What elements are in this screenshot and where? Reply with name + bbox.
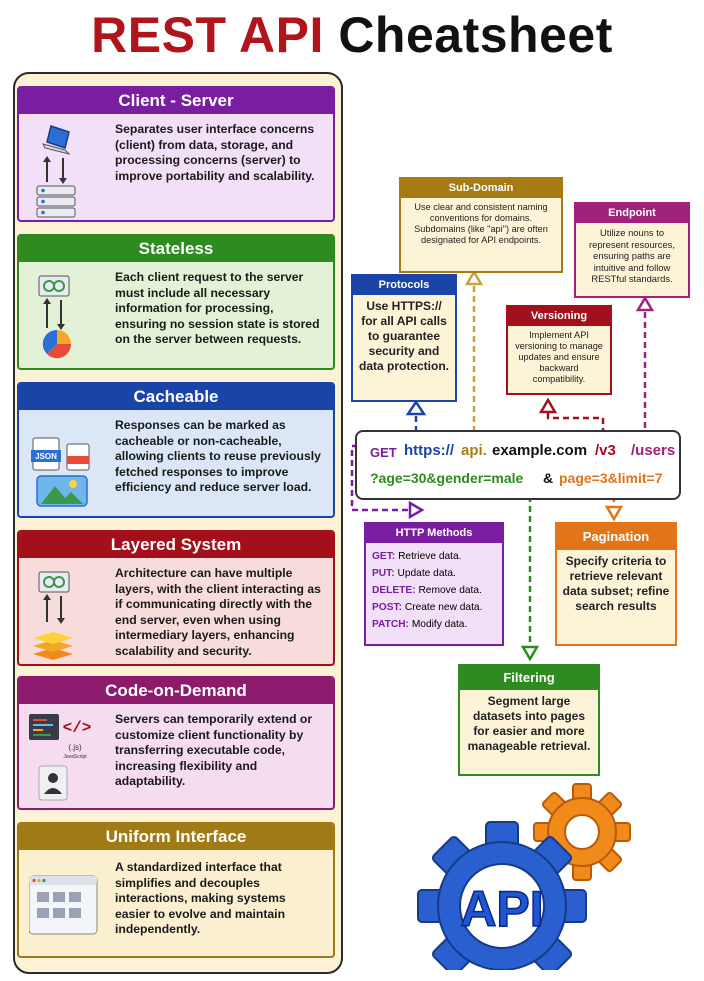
box-endpoint: Endpoint Utilize nouns to represent reso… bbox=[574, 202, 690, 298]
box-text: Use clear and consistent naming conventi… bbox=[414, 202, 548, 245]
blue-gear-icon bbox=[417, 821, 587, 970]
box-title: Sub-Domain bbox=[401, 179, 561, 198]
files-image-icon: JSON bbox=[29, 418, 95, 516]
url-protocol: https:// bbox=[404, 442, 454, 459]
card-cacheable: Cacheable JSON Responses can be marked a… bbox=[17, 382, 335, 518]
code-label: </> bbox=[63, 719, 92, 737]
json-label: JSON bbox=[35, 452, 57, 461]
card-title: Uniform Interface bbox=[19, 824, 333, 850]
page-title: REST API Cheatsheet bbox=[0, 4, 704, 66]
javascript-label: JavaScript bbox=[63, 754, 87, 760]
layers-icon bbox=[29, 566, 95, 664]
box-title: Filtering bbox=[460, 666, 598, 690]
method-row: PUT: Update data. bbox=[372, 565, 496, 582]
server-pie-chart-icon bbox=[29, 270, 95, 368]
box-text: Implement API versioning to manage updat… bbox=[515, 330, 603, 384]
box-title: Versioning bbox=[508, 307, 610, 326]
method-name: POST: bbox=[372, 602, 402, 613]
box-pagination: Pagination Specify criteria to retrieve … bbox=[555, 522, 677, 646]
http-methods-list: GET: Retrieve data. PUT: Update data. DE… bbox=[366, 543, 502, 638]
method-desc: Modify data. bbox=[411, 619, 468, 630]
method-name: GET: bbox=[372, 551, 396, 562]
box-text: Segment large datasets into pages for ea… bbox=[467, 694, 591, 753]
api-logo-text: API bbox=[460, 881, 543, 937]
method-desc: Remove data. bbox=[418, 585, 482, 596]
method-name: PATCH: bbox=[372, 619, 409, 630]
box-title: Protocols bbox=[353, 276, 455, 295]
box-title: Endpoint bbox=[576, 204, 688, 223]
card-uniform-interface: Uniform Interface A standardized interfa… bbox=[17, 822, 335, 958]
url-subdomain: api. bbox=[461, 442, 487, 459]
card-text: A standardized interface that simplifies… bbox=[115, 860, 286, 937]
box-http-methods: HTTP Methods GET: Retrieve data. PUT: Up… bbox=[364, 522, 504, 646]
box-title: HTTP Methods bbox=[366, 524, 502, 543]
box-versioning: Versioning Implement API versioning to m… bbox=[506, 305, 612, 395]
url-domain: example.com bbox=[492, 442, 588, 459]
card-code-on-demand: Code-on-Demand </> (.js) JavaScript Serv… bbox=[17, 676, 335, 810]
url-method: GET bbox=[370, 445, 397, 460]
card-stateless: Stateless Each client request to the ser… bbox=[17, 234, 335, 370]
card-title: Cacheable bbox=[19, 384, 333, 410]
method-row: PATCH: Modify data. bbox=[372, 616, 496, 633]
box-text: Utilize nouns to represent resources, en… bbox=[589, 227, 675, 284]
method-desc: Create new data. bbox=[404, 602, 483, 613]
card-text: Architecture can have multiple layers, w… bbox=[115, 566, 321, 658]
box-text: Specify criteria to retrieve relevant da… bbox=[562, 554, 670, 613]
card-text: Separates user interface concerns (clien… bbox=[115, 122, 315, 183]
method-name: DELETE: bbox=[372, 585, 416, 596]
code-icon: </> (.js) JavaScript bbox=[29, 712, 95, 808]
method-desc: Update data. bbox=[397, 568, 456, 579]
method-row: DELETE: Remove data. bbox=[372, 582, 496, 599]
method-row: POST: Create new data. bbox=[372, 599, 496, 616]
method-name: PUT: bbox=[372, 568, 395, 579]
url-resource: /users bbox=[631, 442, 676, 459]
api-gear-logo: API bbox=[417, 783, 631, 970]
title-part-2: Cheatsheet bbox=[338, 7, 613, 63]
card-client-server: Client - Server Separates user interface… bbox=[17, 86, 335, 222]
card-title: Client - Server bbox=[19, 88, 333, 114]
card-layered-system: Layered System Architecture can have mul… bbox=[17, 530, 335, 666]
card-text: Each client request to the server must i… bbox=[115, 270, 320, 347]
box-sub-domain: Sub-Domain Use clear and consistent nami… bbox=[399, 177, 563, 273]
card-title: Layered System bbox=[19, 532, 333, 558]
browser-window-icon bbox=[28, 858, 98, 956]
method-row: GET: Retrieve data. bbox=[372, 548, 496, 565]
laptop-server-icon bbox=[29, 122, 95, 220]
url-breakdown: GET https:// api. example.com /v3 /users… bbox=[355, 430, 681, 500]
box-text: Use HTTPS:// for all API calls to guaran… bbox=[358, 299, 449, 373]
url-ampersand: & bbox=[543, 470, 554, 486]
card-text: Responses can be marked as cacheable or … bbox=[115, 418, 321, 495]
card-title: Stateless bbox=[19, 236, 333, 262]
box-title: Pagination bbox=[557, 524, 675, 550]
card-text: Servers can temporarily extend or custom… bbox=[115, 712, 313, 789]
title-part-1: REST API bbox=[91, 7, 324, 63]
url-query-page: page=3&limit=7 bbox=[559, 470, 663, 486]
card-title: Code-on-Demand bbox=[19, 678, 333, 704]
box-protocols: Protocols Use HTTPS:// for all API calls… bbox=[351, 274, 457, 402]
method-desc: Retrieve data. bbox=[398, 551, 462, 562]
js-label: (.js) bbox=[68, 743, 82, 752]
url-version: /v3 bbox=[595, 442, 616, 459]
url-query-filter: ?age=30&gender=male bbox=[370, 470, 524, 486]
box-filtering: Filtering Segment large datasets into pa… bbox=[458, 664, 600, 776]
